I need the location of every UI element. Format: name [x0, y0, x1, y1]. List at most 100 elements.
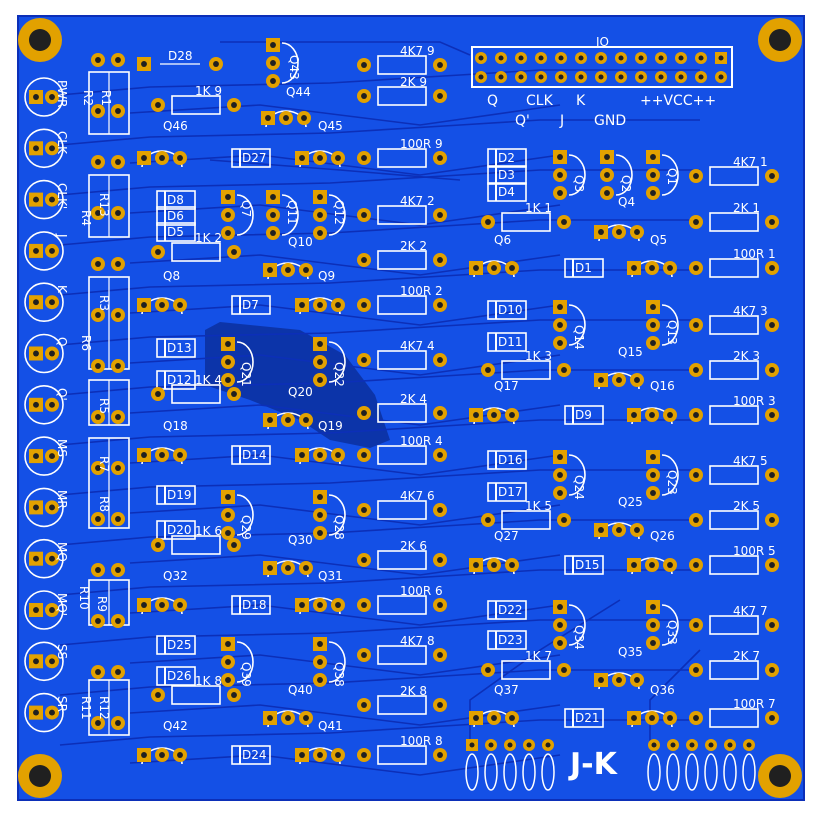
connector-label: Q'	[55, 387, 69, 401]
drill-hole	[667, 715, 673, 721]
drill-hole	[634, 677, 640, 683]
resistor-outline	[709, 555, 759, 575]
header-title: IO	[596, 35, 609, 49]
drill-hole	[33, 94, 39, 100]
drill-hole	[558, 55, 564, 61]
copper-trace	[209, 159, 461, 181]
drill-hole	[598, 677, 604, 683]
transistor-label: Q41	[318, 719, 343, 733]
drill-hole	[746, 742, 752, 748]
drill-hole	[437, 752, 443, 758]
drill-hole	[558, 74, 564, 80]
resistor-label: R7	[97, 456, 111, 472]
drill-hole	[317, 341, 323, 347]
transistor-outline	[661, 454, 679, 496]
drill-hole	[473, 265, 479, 271]
drill-hole	[95, 720, 101, 726]
connector-outline	[24, 282, 64, 323]
drill-hole	[693, 219, 699, 225]
resistor-outline	[709, 212, 759, 232]
transistor-label: Q42	[163, 719, 188, 733]
drill-hole	[437, 93, 443, 99]
drill-hole	[561, 219, 567, 225]
drill-hole	[507, 742, 513, 748]
resistor-label: 2K 3	[733, 349, 760, 363]
drill-hole	[509, 562, 515, 568]
copper-trace	[59, 169, 700, 196]
diode-label: D18	[242, 598, 267, 612]
drill-hole	[115, 669, 121, 675]
resistor-outline	[709, 360, 759, 380]
transistor-label: Q16	[650, 379, 675, 393]
header-label-k: K	[576, 93, 586, 109]
drill-hole	[177, 452, 183, 458]
transistor-outline	[281, 194, 299, 236]
drill-hole	[95, 57, 101, 63]
header-label-clk: CLK	[526, 93, 553, 109]
connector-outline	[24, 333, 64, 374]
resistor-label: 4K7 7	[733, 604, 768, 618]
drill-hole	[485, 367, 491, 373]
resistor-outline	[171, 535, 221, 555]
drill-hole	[95, 159, 101, 165]
drill-hole	[177, 155, 183, 161]
transistor-label: Q23	[665, 470, 679, 495]
drill-hole	[469, 742, 475, 748]
diode-outline	[487, 600, 527, 620]
drill-hole	[561, 517, 567, 523]
drill-hole	[155, 542, 161, 548]
drill-hole	[115, 363, 121, 369]
transistor-label: Q13	[665, 320, 679, 345]
resistor-outline	[377, 86, 427, 106]
transistor-label: Q14	[572, 325, 586, 350]
transistor-outline	[328, 341, 346, 383]
diode-label: D10	[498, 303, 523, 317]
drill-hole	[557, 304, 563, 310]
resistor-outline	[377, 350, 427, 370]
resistor-outline	[377, 55, 427, 75]
resistor-label: R1	[99, 90, 113, 106]
drill-hole	[649, 715, 655, 721]
resistor-label: 4K7 3	[733, 304, 768, 318]
drill-hole	[638, 55, 644, 61]
drill-hole	[667, 265, 673, 271]
diode-label: D20	[167, 523, 192, 537]
drill-hole	[231, 391, 237, 397]
copper-trace	[220, 41, 471, 56]
drill-hole	[299, 752, 305, 758]
transistor-label: Q43	[287, 55, 301, 80]
drill-hole	[155, 391, 161, 397]
connector-outline	[24, 436, 64, 476]
drill-hole	[33, 299, 39, 306]
drill-hole	[769, 412, 775, 418]
drill-hole	[478, 55, 484, 61]
drill-hole	[141, 752, 147, 758]
transistor-outline	[568, 604, 586, 646]
resistor-outline	[709, 258, 759, 278]
connector-outline	[24, 590, 64, 630]
drill-hole	[518, 55, 524, 61]
resistor-label: 1K 3	[525, 349, 552, 363]
drill-hole	[598, 74, 604, 80]
drill-hole	[299, 302, 305, 308]
drill-hole	[115, 312, 121, 318]
drill-hole	[693, 322, 699, 328]
transistor-outline	[328, 194, 346, 236]
transistor-outline	[568, 154, 586, 196]
drill-hole	[604, 190, 610, 196]
drill-hole	[33, 401, 39, 408]
drill-hole	[650, 454, 656, 460]
drill-hole	[225, 194, 231, 200]
transistor-label: Q24	[572, 475, 586, 500]
resistor-outline	[377, 745, 427, 765]
jumper-outline	[704, 753, 718, 791]
drill-hole	[33, 145, 39, 152]
resistor-outline	[171, 95, 221, 115]
drill-hole	[498, 74, 504, 80]
transistor-label: Q33	[665, 620, 679, 645]
connector-outline	[24, 487, 64, 528]
drill-hole	[159, 302, 165, 308]
drill-hole	[478, 74, 484, 80]
mounting-hole	[769, 765, 791, 787]
drill-hole	[95, 414, 101, 420]
